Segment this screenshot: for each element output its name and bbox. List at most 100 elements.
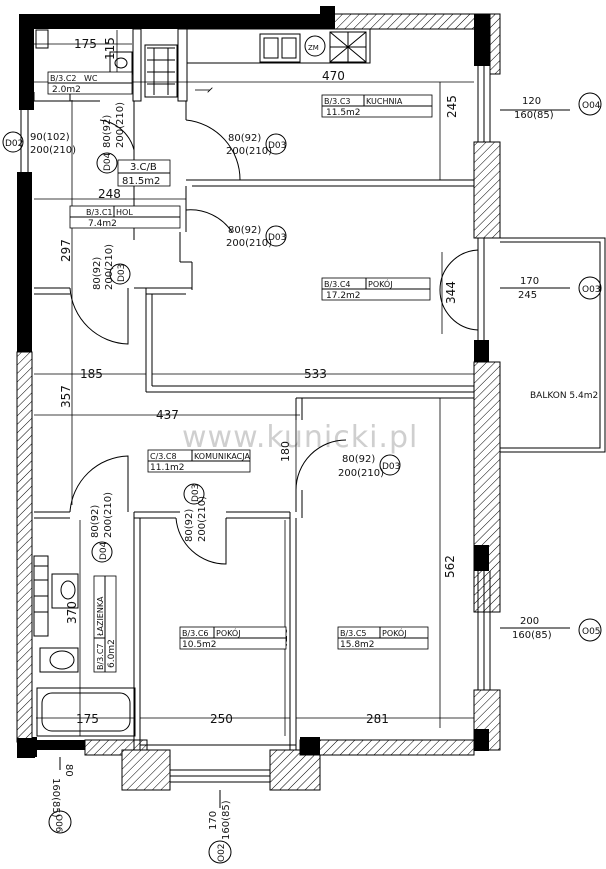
room-area: 2.0m2 [52,85,81,95]
apartment-area: 81.5m2 [122,176,160,187]
svg-text:D03: D03 [191,484,201,502]
svg-text:160(85): 160(85) [514,110,554,121]
balcony-outline [500,237,606,453]
svg-text:O02: O02 [217,843,227,862]
room-code: B/3.C1 [86,208,113,217]
door-swings [33,92,479,565]
svg-text:200(210): 200(210) [104,244,115,290]
room-name: KOMUNIKACJA [194,452,250,461]
room-code: B/3.C2 [50,74,77,83]
svg-text:170: 170 [520,276,539,287]
door-tag-d04-lazienka: D04 80(92) 200(210) [90,492,114,563]
sink-icon [259,33,301,63]
svg-text:160(85): 160(85) [221,800,232,840]
dimension-labels: 175 115 470 245 248 297 344 185 533 437 … [59,37,459,726]
room-label-kuchnia: B/3.C3 KUCHNIA 11.5m2 [321,94,433,118]
door-tags: D02 90(102) 200(210) D04 80(92) 200(210)… [2,102,401,563]
svg-text:D02: D02 [5,139,23,149]
top-wall [19,14,335,29]
room-label-komunikacja: C/3.C8 KOMUNIKACJA 11.1m2 [147,449,250,473]
fixtures: ZM [33,28,371,737]
door-tag-d04-upper: D04 80(92) 200(210) [96,102,126,174]
window-tag-o06: O06 80 160(85) [48,757,74,834]
svg-text:80(92): 80(92) [184,509,195,542]
svg-text:200(210): 200(210) [226,238,272,249]
svg-text:90(102): 90(102) [30,132,70,143]
apartment-label: 3.C/B 81.5m2 [117,159,171,187]
dim-label: 437 [156,408,179,422]
top-right-wall [329,13,491,30]
room-labels: B/3.C2 WC 2.0m2 B/3.C3 KUCHNIA 11.5m2 B/… [47,71,433,673]
room-name: ŁAZIENKA [96,596,105,637]
room-area: 6.0m2 [107,639,117,668]
dim-label: 533 [304,367,327,381]
svg-text:245: 245 [518,290,537,301]
window-tags: O04 120 160(85) O03 170 245 O05 200 160(… [48,92,602,864]
svg-text:80(92): 80(92) [228,225,261,236]
vent-shaft [144,44,178,98]
outer-walls [16,6,501,791]
fridge-icon [304,35,326,57]
svg-text:80(92): 80(92) [92,257,103,290]
svg-text:120: 120 [522,96,541,107]
svg-text:O06: O06 [53,814,63,833]
room-code: B/3.C4 [324,280,351,289]
room-code: B/3.C3 [324,97,351,106]
room-name: WC [84,74,98,83]
window-tag-o04: O04 120 160(85) [500,92,602,121]
door-tag-d03-pokoj-c5: D03 80(92) 200(210) [338,454,401,479]
room-area: 10.5m2 [182,640,217,650]
svg-text:80: 80 [63,764,74,777]
room-name: POKÓJ [216,627,241,638]
dim-label: 248 [98,187,121,201]
dim-label: 470 [322,69,345,83]
room-area: 15.8m2 [340,640,375,650]
svg-text:80(92): 80(92) [90,505,101,538]
svg-text:O05: O05 [582,627,601,637]
svg-text:80(92): 80(92) [342,454,375,465]
svg-text:D03: D03 [117,264,127,282]
watermark: www.kunicki.pl [182,420,418,455]
toilet-icon [39,647,79,673]
window-tag-o02: O02 170 160(85) [208,790,232,864]
svg-text:200: 200 [520,616,539,627]
door-tag-d03-hol: D03 80(92) 200(210) [92,244,131,290]
room-code: B/3.C7 [96,644,105,671]
svg-text:D04: D04 [103,152,113,171]
dim-label: 562 [443,555,457,578]
room-label-pokoj-c6: B/3.C6 POKÓJ 10.5m2 [179,626,287,650]
svg-text:160(85): 160(85) [50,778,61,818]
dim-label: 281 [366,712,389,726]
dim-label: 180 [279,441,292,462]
svg-text:200(210): 200(210) [30,145,76,156]
svg-text:D03: D03 [382,462,400,472]
room-label-lazienka: B/3.C7 ŁAZIENKA 6.0m2 [93,575,117,673]
room-area: 17.2m2 [326,291,361,301]
room-label-wc: B/3.C2 WC 2.0m2 [47,71,133,95]
svg-text:80(92): 80(92) [228,133,261,144]
svg-text:200(210): 200(210) [338,468,384,479]
apartment-code: 3.C/B [130,162,157,173]
door-tag-d03-pokoj-c4: D03 80(92) 200(210) [226,225,287,249]
room-area: 7.4m2 [88,219,117,229]
wc-tank [35,29,49,49]
room-name: POKÓJ [368,278,393,289]
dim-label: 344 [444,281,458,304]
interior-walls [34,28,474,750]
dim-label: 370 [65,601,79,624]
svg-text:D04: D04 [99,541,109,560]
svg-text:160(85): 160(85) [512,630,552,641]
svg-text:O04: O04 [582,101,601,111]
dim-label: 245 [445,95,459,118]
room-area: 11.5m2 [326,108,361,118]
windows-right [20,66,491,783]
svg-text:80(92): 80(92) [102,115,113,148]
window-tag-o05: O05 200 160(85) [500,616,602,642]
svg-text:D03: D03 [268,141,286,151]
fridge-mark: ZM [308,44,319,52]
room-area: 11.1m2 [150,463,185,473]
svg-text:200(210): 200(210) [115,102,126,148]
bath-sink [51,573,79,609]
room-code: B/3.C6 [182,629,209,638]
